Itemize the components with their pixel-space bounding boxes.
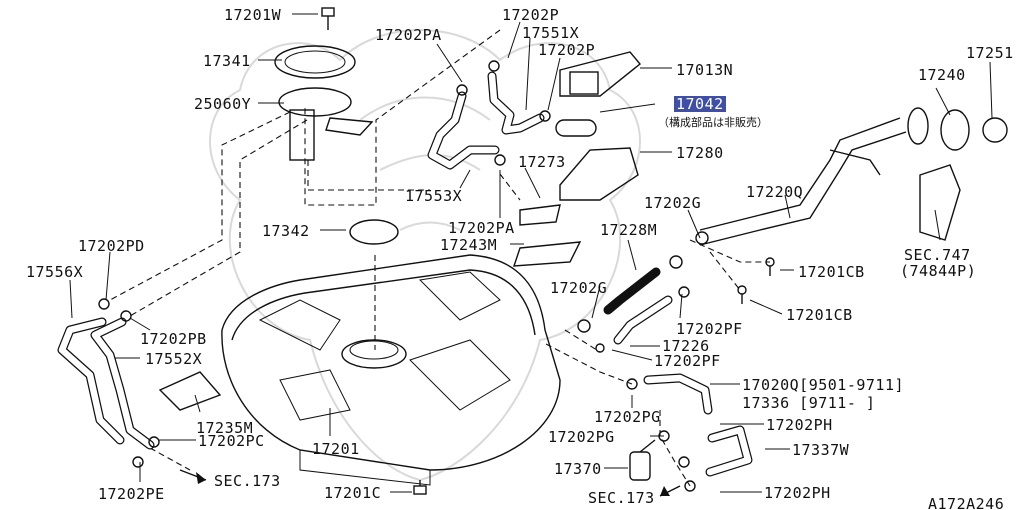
filter-17370 (629, 439, 656, 481)
clamps (98, 60, 709, 492)
label-17336: 17336 [9711- ] (742, 394, 876, 412)
bolts-17201cb (737, 257, 775, 304)
bracket-17273 (519, 204, 561, 226)
bolt-17201w (321, 7, 335, 30)
label-sec173-a: SEC.173 (214, 472, 281, 490)
label-17202g-mid: 17202G (550, 279, 608, 297)
filter-17042 (555, 119, 597, 137)
label-17273: 17273 (518, 153, 566, 171)
label-17220q: 17220Q (746, 183, 804, 201)
bracket-17280 (559, 147, 639, 201)
label-17201cb-a: 17201CB (798, 263, 865, 281)
filler-housing (919, 164, 961, 241)
label-17202pf-b: 17202PF (654, 352, 721, 370)
label-17202ph-a: 17202PH (766, 416, 833, 434)
label-17280: 17280 (676, 144, 724, 162)
label-17370: 17370 (554, 460, 602, 478)
bolt-17201c (413, 480, 427, 495)
label-17202pd: 17202PD (78, 237, 145, 255)
label-25060y: 25060Y (194, 95, 252, 113)
label-17235m: 17235M (196, 419, 254, 437)
label-sec747-sub: (74844P) (900, 262, 977, 280)
label-17202pa-mid: 17202PA (448, 219, 515, 237)
label-17042-note: （構成部品は非販売） (658, 116, 768, 129)
label-17013n: 17013N (676, 61, 734, 79)
dashed-routes (109, 29, 770, 487)
label-17201c: 17201C (324, 484, 382, 502)
label-17240: 17240 (918, 66, 966, 84)
fuel-tank-17201 (221, 254, 561, 486)
label-17202pf-a: 17202PF (676, 320, 743, 338)
label-sec747: SEC.747 (904, 246, 971, 264)
label-17202pg-a: 17202PG (594, 408, 661, 426)
label-plate-17243m (513, 241, 582, 267)
label-17553x: 17553X (405, 187, 463, 205)
label-17226: 17226 (662, 337, 710, 355)
label-17202pe: 17202PE (98, 485, 165, 503)
label-17202p-top: 17202P (502, 6, 560, 24)
pump-assembly-25060y (278, 87, 374, 161)
label-17243m: 17243M (440, 236, 498, 254)
label-17202pc: 17202PC (198, 432, 265, 450)
label-17341: 17341 (203, 52, 251, 70)
label-17202ph-b: 17202PH (764, 484, 831, 502)
label-sec173-b: SEC.173 (588, 489, 655, 507)
label-17337w: 17337W (792, 441, 850, 459)
label-17202pa-top: 17202PA (375, 26, 442, 44)
label-17202pb: 17202PB (140, 330, 207, 348)
label-17201cb-b: 17201CB (786, 306, 853, 324)
label-17202p-mid: 17202P (538, 41, 596, 59)
cap-17251 (982, 117, 1008, 143)
label-17201w: 17201W (224, 6, 282, 24)
label-17552x: 17552X (145, 350, 203, 368)
label-17201: 17201 (312, 440, 360, 458)
diagram-code: A172A246 (928, 495, 1005, 510)
label-17202g-top: 17202G (644, 194, 702, 212)
section-arrows (179, 469, 681, 497)
leader-lines (69, 13, 993, 493)
label-17556x: 17556X (26, 263, 84, 281)
gasket-17342 (349, 219, 399, 245)
label-17202pg-b: 17202PG (548, 428, 615, 446)
watermark-emblem (209, 29, 641, 482)
label-17042[interactable]: 17042 (674, 95, 726, 113)
lock-ring-17341 (274, 45, 356, 79)
filler-tube-17220q (699, 107, 929, 246)
label-17342: 17342 (262, 222, 310, 240)
label-17020q: 17020Q[9501-9711] (742, 376, 905, 394)
label-17251: 17251 (966, 44, 1014, 62)
hoses (57, 71, 753, 477)
canister-17013n (559, 51, 641, 97)
bracket-17235m (158, 371, 222, 411)
label-17228m: 17228M (600, 221, 658, 239)
label-17551x: 17551X (522, 24, 580, 42)
ring-17240 (940, 109, 970, 151)
